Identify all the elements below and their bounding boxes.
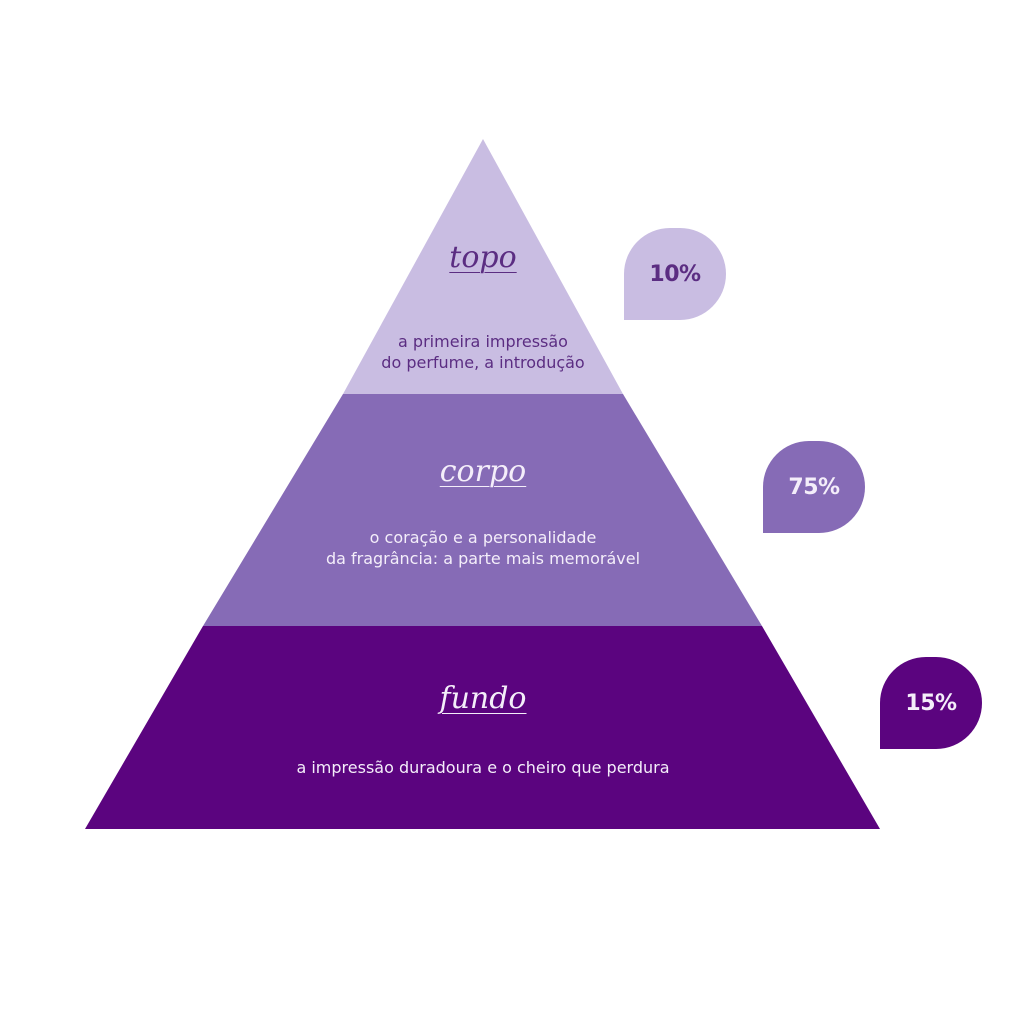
tier-bottom-description: a impressão duradoura e o cheiro que per… xyxy=(296,758,670,777)
tier-bottom-title: fundo xyxy=(439,681,527,716)
percent-badge-bottom: 15% xyxy=(880,657,982,749)
pyramid-tier-middle xyxy=(203,394,762,626)
pyramid-tier-top xyxy=(343,139,623,394)
tier-middle-title: corpo xyxy=(439,454,527,489)
tier-top-title: topo xyxy=(449,240,517,275)
pyramid-tier-bottom xyxy=(85,626,880,829)
tier-top-description: a primeira impressão do perfume, a intro… xyxy=(381,332,585,372)
tier-middle-description: o coração e a personalidade da fragrânci… xyxy=(325,528,641,568)
percent-badge-middle: 75% xyxy=(763,441,865,533)
percent-badge-top: 10% xyxy=(624,228,726,320)
